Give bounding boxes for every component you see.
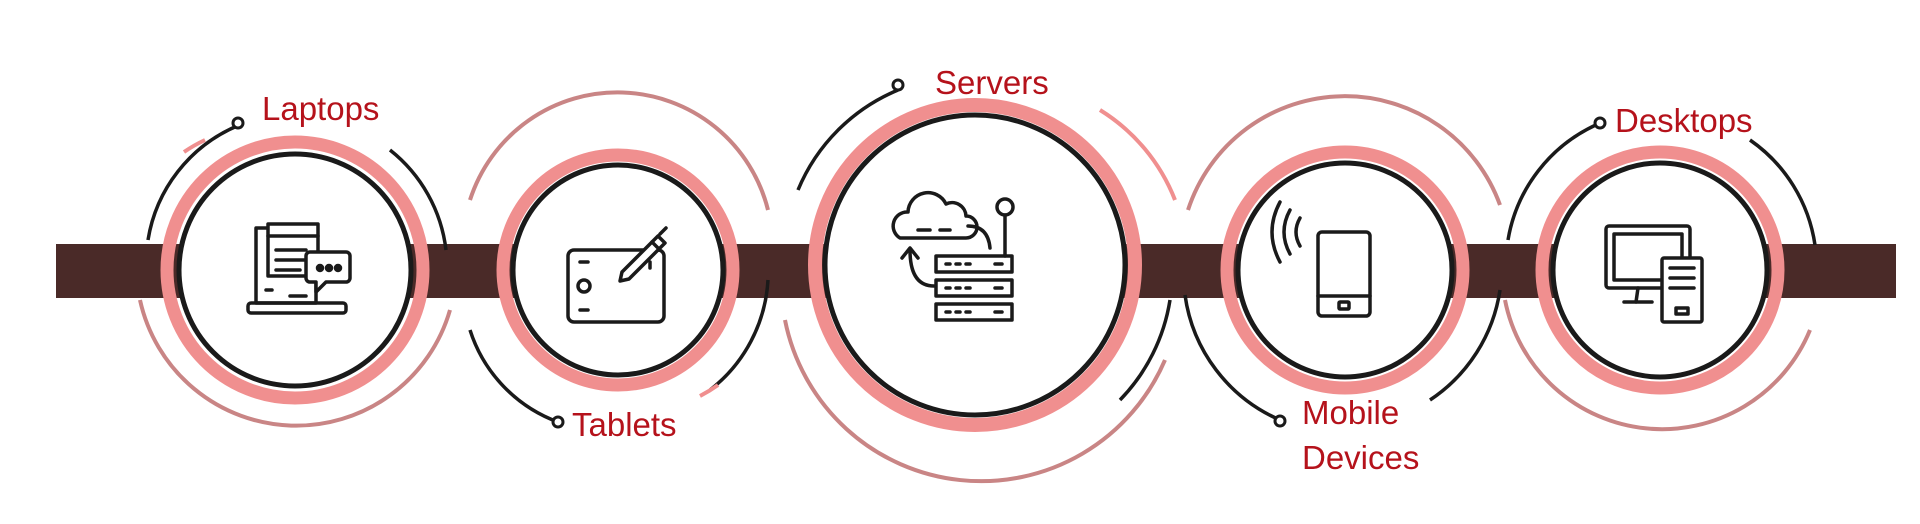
laptops-callout-dot	[231, 116, 245, 130]
desktops-circle	[1550, 160, 1770, 380]
mobile-circle	[1235, 160, 1455, 380]
tablets-callout-arc	[468, 329, 559, 424]
laptops-label: Laptops	[262, 90, 380, 127]
laptops-callout-arc	[146, 124, 238, 241]
desktop-monitor-icon	[1604, 224, 1704, 324]
servers-callout-dot	[891, 78, 905, 92]
drawing-tablet-icon	[566, 226, 668, 324]
mobile-pink-ring	[1220, 145, 1470, 395]
cloud-server-icon	[891, 190, 1015, 322]
mobile-devices-label: Mobile Devices	[1302, 394, 1420, 476]
node-desktops	[1503, 116, 1817, 432]
servers-circle	[822, 112, 1128, 418]
mobile-callout-dot	[1273, 414, 1287, 428]
servers-pink-ring	[808, 98, 1142, 432]
laptops-outer-arc	[138, 299, 452, 428]
servers-outer-arc	[783, 319, 1167, 484]
desktops-callout-arc	[1506, 122, 1599, 241]
smartphone-signal-icon	[1270, 200, 1372, 318]
tablets-callout-dot	[551, 415, 565, 429]
servers-label: Servers	[935, 64, 1049, 101]
node-servers	[783, 78, 1177, 484]
servers-callout-arc	[796, 88, 899, 191]
desktops-label: Desktops	[1615, 102, 1753, 139]
node-laptops	[138, 116, 452, 428]
tablets-circle	[510, 162, 726, 378]
desktops-callout-dot	[1593, 116, 1607, 130]
desktops-pink-ring	[1535, 145, 1785, 395]
desktops-outer-arc	[1503, 299, 1812, 432]
mobile-callout-arc	[1183, 294, 1281, 422]
laptop-chat-icon	[246, 222, 352, 315]
laptops-pink-ring	[160, 135, 430, 405]
node-mobile-devices	[1183, 94, 1502, 428]
mobile-outer-arc	[1186, 94, 1502, 211]
tablets-label: Tablets	[572, 406, 677, 443]
tablets-outer-arc	[468, 90, 770, 211]
node-tablets	[468, 90, 770, 429]
tablets-pink-ring	[496, 148, 740, 392]
